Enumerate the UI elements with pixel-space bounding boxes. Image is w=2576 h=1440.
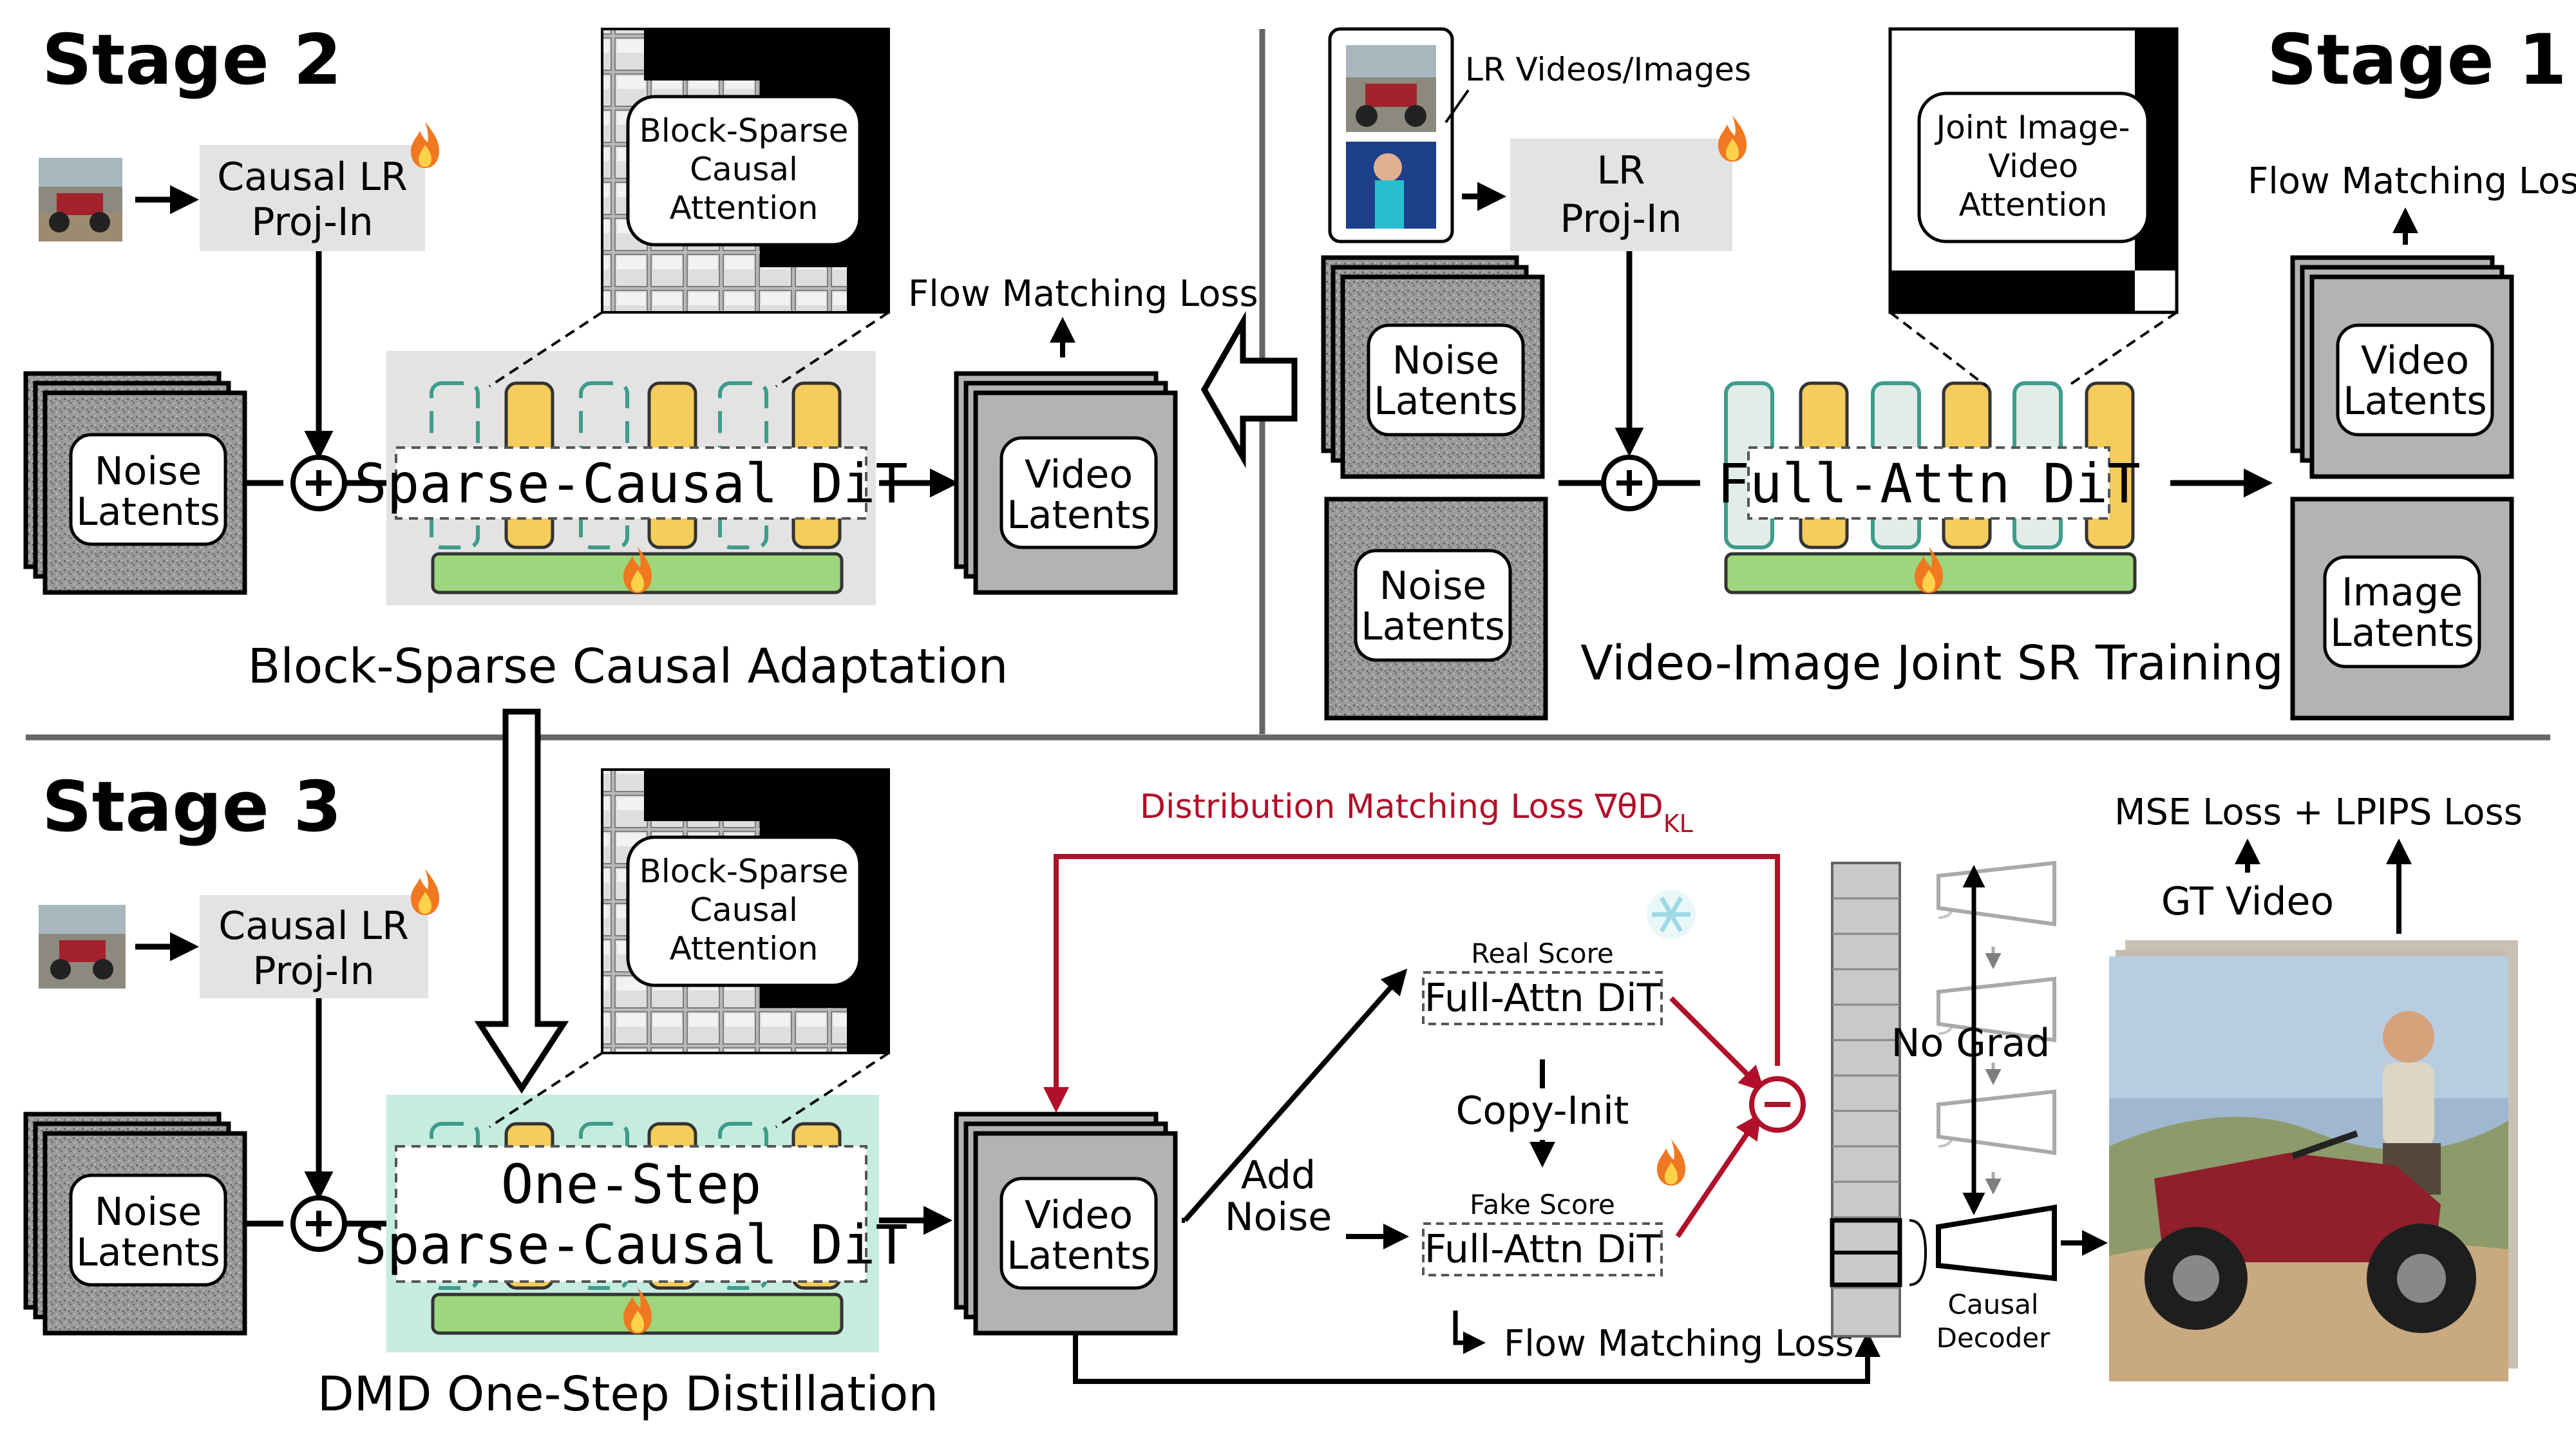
svg-text:Fake Score: Fake Score (1470, 1189, 1615, 1220)
svg-text:Causal: Causal (690, 891, 798, 929)
svg-text:Joint Image-: Joint Image- (1934, 109, 2130, 146)
stage-1-panel: Stage 1 LR Videos/Images LR Proj-In (1321, 20, 2576, 721)
svg-text:Noise: Noise (95, 1189, 202, 1235)
joint-attention-map: Joint Image- Video Attention (1888, 27, 2179, 314)
stage-2-title: Stage 2 (42, 20, 342, 100)
svg-text:LR Videos/Images: LR Videos/Images (1465, 51, 1751, 88)
svg-text:Latents: Latents (1374, 379, 1517, 424)
svg-text:LR: LR (1596, 148, 1645, 193)
sparse-causal-dit-panel: Sparse-Causal DiT (354, 351, 908, 605)
svg-text:Flow Matching Loss: Flow Matching Loss (2248, 160, 2576, 202)
svg-text:Full-Attn DiT: Full-Attn DiT (1425, 1227, 1661, 1272)
svg-text:Block-Sparse Causal Adaptation: Block-Sparse Causal Adaptation (248, 639, 1009, 694)
svg-text:Latents: Latents (76, 1230, 220, 1275)
svg-text:Proj-In: Proj-In (251, 200, 373, 245)
lr-videos-images-thumbnails (1328, 27, 1454, 243)
noise-latents-video: Noise Latents (1321, 255, 1545, 479)
video-latents-stack: Video Latents (954, 1112, 1178, 1336)
svg-text:Causal: Causal (1948, 1289, 2039, 1320)
svg-text:Latents: Latents (2330, 611, 2474, 656)
svg-text:Causal: Causal (690, 151, 798, 188)
svg-text:Real Score: Real Score (1471, 938, 1614, 969)
video-latents-stack: Video Latents (2290, 255, 2514, 479)
svg-text:Latents: Latents (1007, 493, 1150, 538)
svg-text:Attention: Attention (1959, 186, 2108, 223)
plus-circle-icon (1601, 455, 1658, 511)
svg-text:Copy-Init: Copy-Init (1456, 1088, 1629, 1133)
block-sparse-attention-map: Block-Sparse Causal Attention (601, 768, 890, 1054)
image-latents-box: Image Latents (2290, 497, 2514, 721)
svg-text:Proj-In: Proj-In (252, 949, 374, 994)
svg-text:Noise: Noise (95, 449, 202, 494)
stage-1-title: Stage 1 (2267, 20, 2567, 100)
svg-text:Block-Sparse: Block-Sparse (639, 853, 849, 890)
causal-decoder (1936, 1204, 2057, 1282)
svg-text:One-Step: One-Step (501, 1153, 762, 1216)
stage-3-title: Stage 3 (42, 767, 342, 848)
fire-icon (1657, 1139, 1685, 1186)
svg-text:Causal LR: Causal LR (218, 904, 409, 949)
svg-text:Sparse-Causal DiT: Sparse-Causal DiT (354, 1213, 908, 1276)
svg-text:No Grad: No Grad (1891, 1021, 2050, 1066)
lr-proj-in: LR Proj-In (1510, 138, 1732, 251)
distribution-matching-loss: Distribution Matching Loss ∇θDKL (1140, 788, 1693, 838)
fire-icon (411, 869, 439, 915)
svg-text:Attention: Attention (670, 189, 819, 227)
svg-text:Video: Video (2361, 338, 2469, 383)
svg-text:Block-Sparse: Block-Sparse (639, 112, 849, 149)
svg-text:Flow Matching Loss: Flow Matching Loss (1504, 1323, 1854, 1365)
svg-text:Noise: Noise (1379, 564, 1486, 609)
video-latents-stack: Video Latents (954, 371, 1178, 595)
minus-circle-icon (1749, 1076, 1806, 1133)
svg-text:Latents: Latents (1007, 1233, 1150, 1278)
plus-circle-icon (290, 1195, 347, 1252)
svg-text:Video: Video (1025, 452, 1133, 497)
noise-latents-stack: Noise Latents (23, 371, 247, 595)
svg-text:Sparse-Causal DiT: Sparse-Causal DiT (354, 452, 908, 515)
output-video-frames (2109, 940, 2518, 1381)
stage-2-panel: Stage 2 Causal LR Proj-In Noise Latents (23, 20, 1298, 694)
distribution-loss-loop (1043, 854, 1780, 1113)
svg-text:DMD One-Step Distillation: DMD One-Step Distillation (317, 1367, 939, 1422)
noise-latents-stack: Noise Latents (23, 1112, 247, 1336)
noise-latents-image: Noise Latents (1324, 497, 1548, 721)
lr-thumbnail (39, 905, 126, 989)
fire-icon (411, 122, 439, 168)
svg-text:Proj-In: Proj-In (1560, 196, 1681, 242)
svg-text:Add: Add (1241, 1153, 1316, 1198)
svg-text:Video-Image Joint SR Training: Video-Image Joint SR Training (1580, 636, 2284, 691)
stage2-to-stage3-arrow (474, 708, 569, 1094)
svg-text:Video: Video (1988, 147, 2078, 185)
stage-3-panel: Stage 3 Causal LR Proj-In Noise Latents (23, 708, 2523, 1422)
lr-thumbnail (39, 158, 122, 242)
svg-text:Full-Attn DiT: Full-Attn DiT (1425, 976, 1661, 1021)
svg-text:Noise: Noise (1392, 338, 1499, 383)
plus-circle-icon (290, 455, 347, 511)
svg-text:Noise: Noise (1225, 1195, 1332, 1240)
fire-icon (1718, 115, 1747, 162)
full-attn-dit-panel: Full-Attn DiT (1717, 381, 2141, 594)
stage1-to-stage2-arrow (1200, 311, 1298, 468)
svg-text:Latents: Latents (2343, 379, 2486, 424)
svg-text:Image: Image (2342, 570, 2463, 615)
fake-score-dit: Full-Attn DiT (1422, 1222, 1663, 1276)
svg-text:Video: Video (1025, 1193, 1133, 1238)
svg-text:GT Video: GT Video (2161, 879, 2334, 924)
svg-text:Latents: Latents (76, 489, 220, 535)
svg-text:Latents: Latents (1361, 604, 1504, 649)
svg-text:Flow Matching Loss: Flow Matching Loss (908, 273, 1258, 315)
svg-text:Attention: Attention (670, 930, 819, 967)
svg-text:Causal LR: Causal LR (217, 155, 408, 200)
one-step-dit-panel: One-Step Sparse-Causal DiT (354, 1095, 908, 1352)
svg-text:MSE Loss + LPIPS Loss: MSE Loss + LPIPS Loss (2114, 791, 2523, 833)
snowflake-icon (1647, 890, 1696, 939)
causal-lr-proj-in: Causal LR Proj-In (200, 895, 428, 998)
svg-text:Decoder: Decoder (1937, 1322, 2050, 1354)
causal-lr-proj-in: Causal LR Proj-In (200, 145, 425, 251)
block-sparse-attention-map: Block-Sparse Causal Attention (601, 28, 890, 314)
real-score-dit: Full-Attn DiT (1422, 971, 1663, 1025)
svg-text:Full-Attn DiT: Full-Attn DiT (1717, 452, 2140, 515)
latent-frame-column (1830, 862, 1902, 1338)
